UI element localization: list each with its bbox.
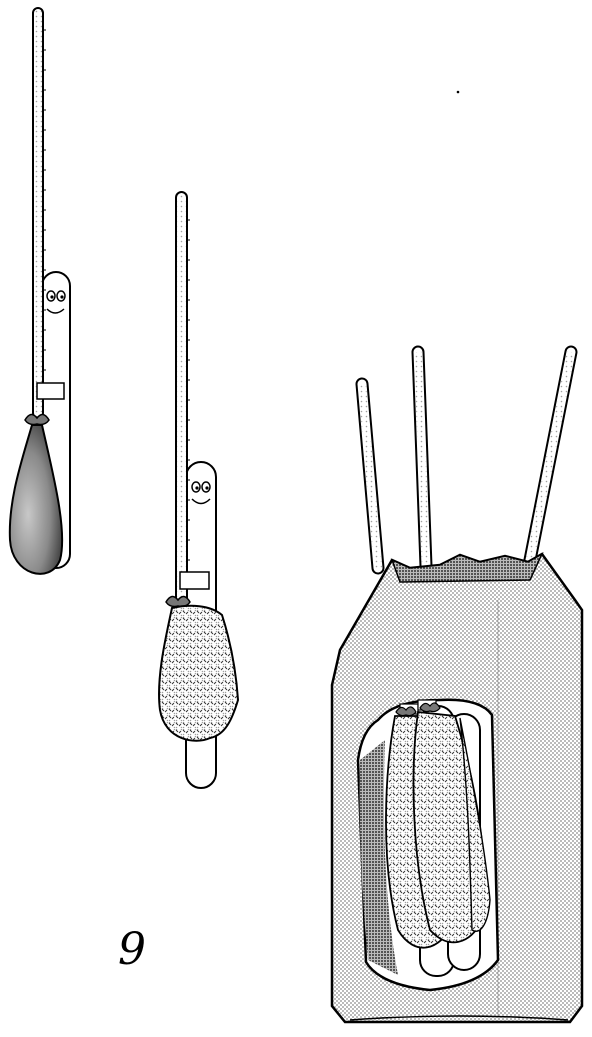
carton-thermometer-right <box>530 352 571 560</box>
tape-middle <box>180 572 209 589</box>
thermometer-with-balloon <box>10 8 70 574</box>
wet-cloth-middle <box>159 606 238 741</box>
speck <box>457 91 460 94</box>
thermometer-with-cloth <box>159 192 238 788</box>
figure-number: 9 <box>118 928 146 972</box>
carton-with-thermometers <box>332 352 582 1022</box>
carton-thermometer-left <box>362 384 378 568</box>
thermometer-stick-middle <box>176 192 187 612</box>
thermometer-stick-left <box>33 8 43 418</box>
carton-thermometer-center <box>418 352 426 566</box>
tape-left <box>37 383 64 399</box>
